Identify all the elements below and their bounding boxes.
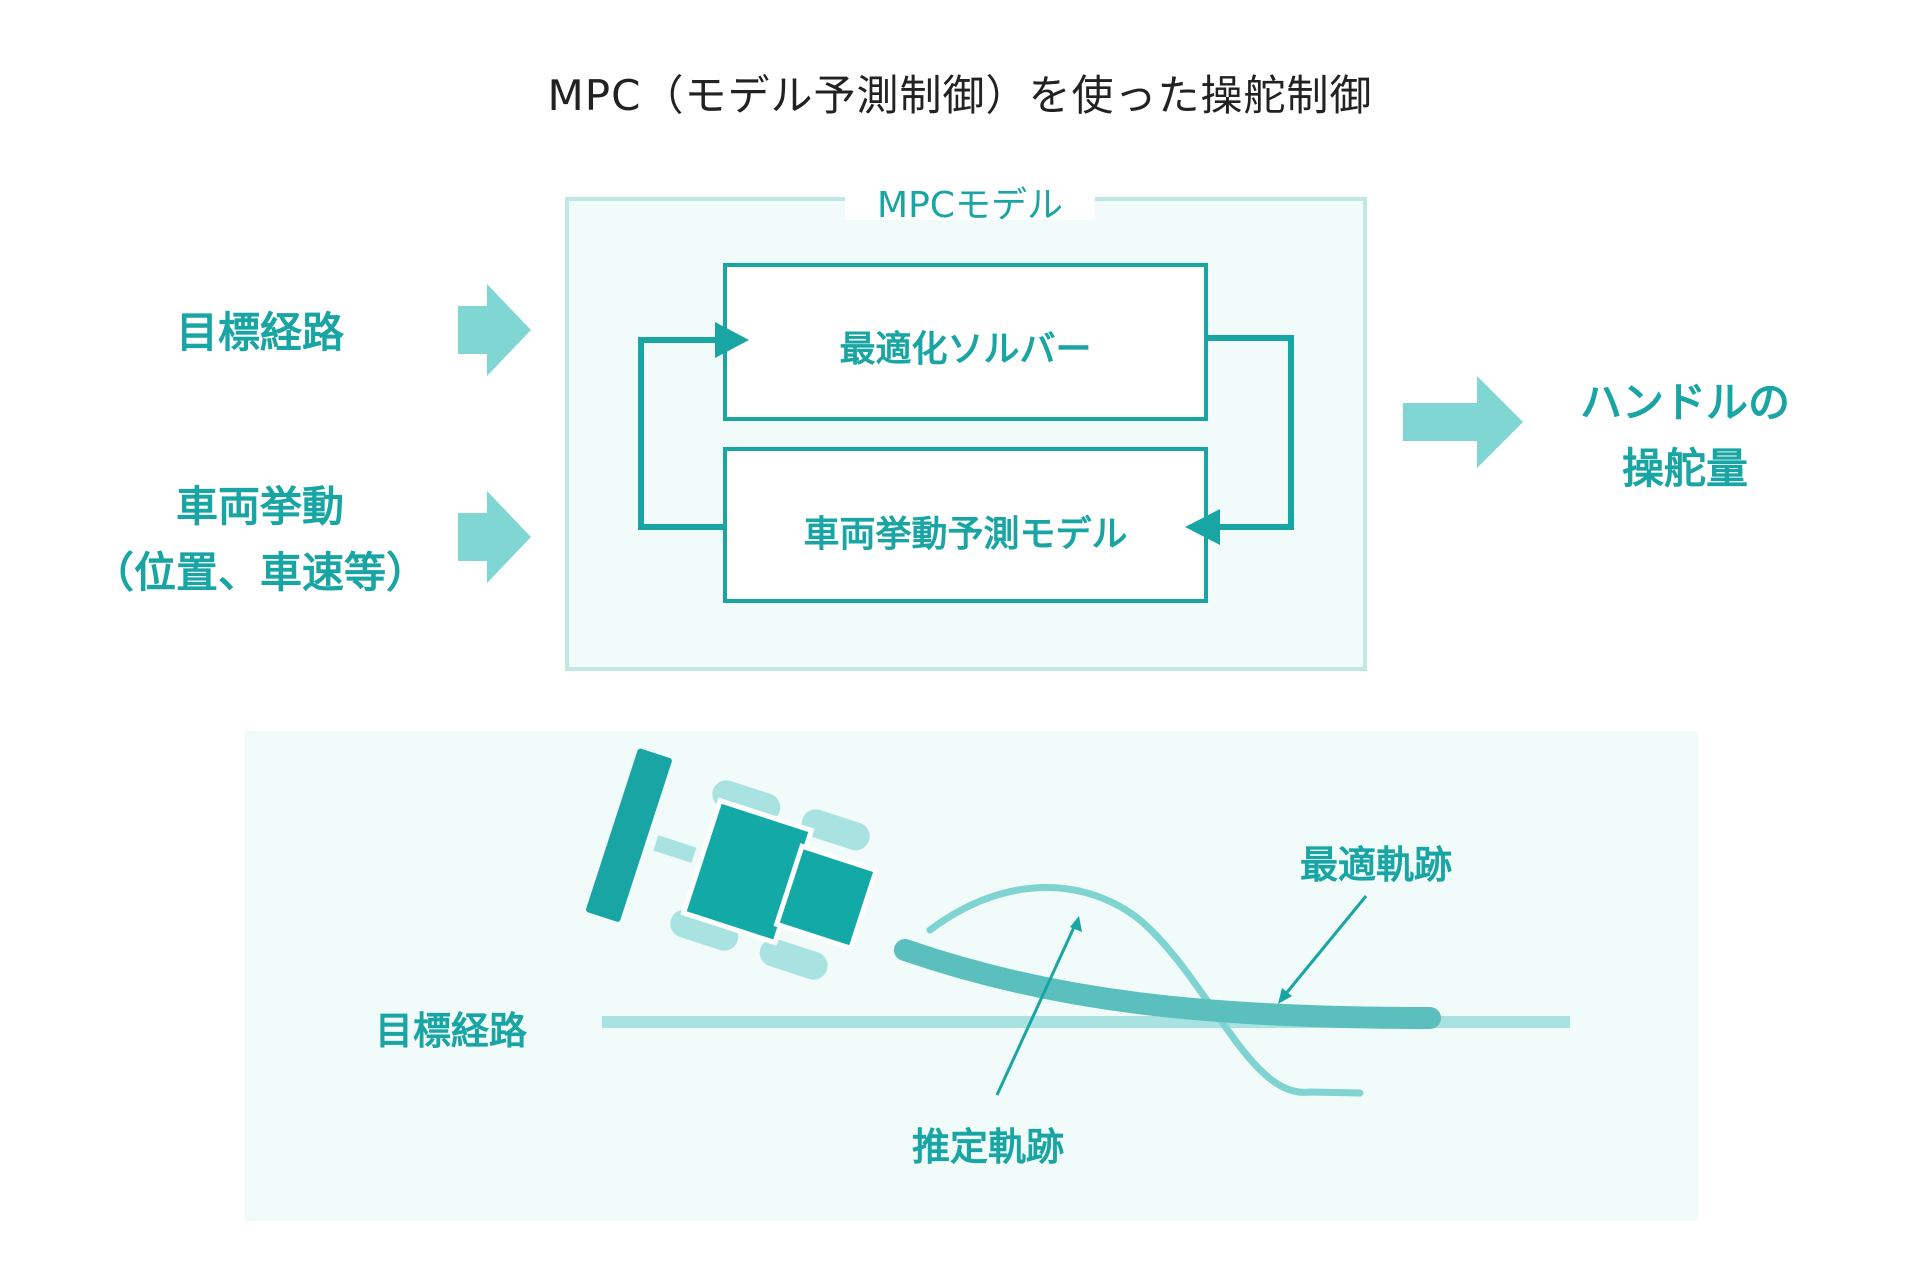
estimated-pointer-head xyxy=(1070,916,1082,932)
solver-label: 最適化ソルバー xyxy=(839,329,1092,370)
loop-left-arrowhead xyxy=(715,322,749,358)
input-arrow-vehicle xyxy=(458,491,531,583)
input-vehicle-behavior-line1: 車両挙動 xyxy=(175,482,344,531)
optimal-trajectory-curve xyxy=(894,939,1441,1029)
diagram-title: MPC（モデル予測制御）を使った操舵制御 xyxy=(547,71,1373,120)
estimated-pointer-line xyxy=(995,924,1077,1096)
output-steering-amount: ハンドルの 操舵量 xyxy=(1535,370,1835,502)
vehicle-hood xyxy=(773,843,880,952)
loop-left-line xyxy=(638,337,725,530)
input-target-path: 目標経路 xyxy=(95,300,425,366)
vehicle-implement xyxy=(586,748,672,922)
optimal-pointer-line xyxy=(1282,895,1368,997)
vehicle-track-bottom-front xyxy=(759,938,828,980)
loop-right-line xyxy=(1206,335,1294,530)
estimated-trajectory-label: 推定軌跡 xyxy=(912,1125,1065,1169)
vehicle-track-top-front xyxy=(801,809,870,851)
input-arrow-target-path xyxy=(458,284,531,376)
optimal-pointer-head xyxy=(1278,988,1292,1004)
predict-model-label: 車両挙動予測モデル xyxy=(803,514,1128,555)
vehicle-track-top-rear xyxy=(712,780,781,822)
output-line2: 操舵量 xyxy=(1621,444,1748,493)
vehicle-hitch xyxy=(653,835,697,863)
output-arrow xyxy=(1403,376,1523,468)
mpc-model-label: MPCモデル xyxy=(877,185,1063,226)
input-target-path-text: 目標経路 xyxy=(175,308,344,357)
vehicle-track-bottom-rear xyxy=(670,909,739,951)
optimal-trajectory-label: 最適軌跡 xyxy=(1300,843,1453,887)
output-line1: ハンドルの xyxy=(1579,378,1790,427)
input-vehicle-behavior-line2: （位置、車速等） xyxy=(91,548,428,597)
estimated-trajectory-curve xyxy=(926,884,1364,1097)
loop-right-arrowhead xyxy=(1185,509,1220,545)
vehicle-illustration xyxy=(586,748,880,980)
target-path-label: 目標経路 xyxy=(375,1009,528,1053)
mpc-model-label-gap xyxy=(845,180,1095,220)
input-vehicle-behavior: 車両挙動 （位置、車速等） xyxy=(80,474,440,606)
